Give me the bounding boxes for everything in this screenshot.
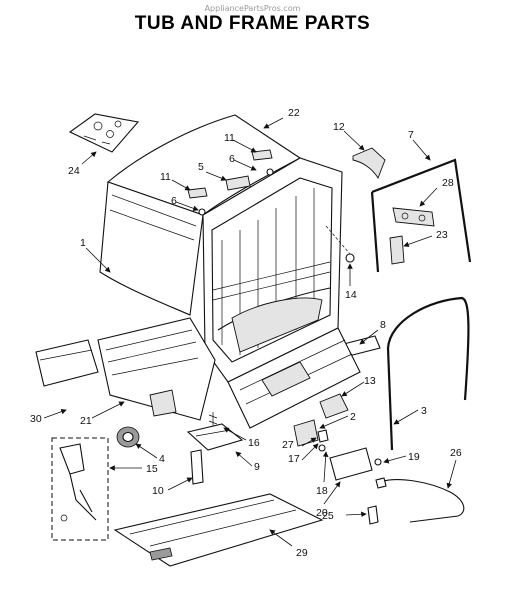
watermark-text: AppliancePartsPros.com	[204, 4, 301, 13]
callout-28: 28	[442, 177, 454, 189]
part-bottom-base	[227, 327, 361, 429]
part-22-tub-insulation	[99, 114, 302, 316]
callout-11a: 11	[224, 132, 235, 144]
callout-10: 10	[152, 485, 164, 497]
part-14-screw	[325, 225, 355, 263]
part-24-label-plate	[68, 113, 140, 153]
part-12-corner-bracket	[352, 147, 386, 180]
diagram-title: TUB AND FRAME PARTS	[134, 13, 371, 34]
part-29-base-plate	[113, 493, 324, 567]
part-7-door-gasket	[370, 158, 472, 273]
callout-23: 23	[436, 229, 448, 241]
part-25-connector	[367, 505, 379, 525]
callout-13: 13	[364, 375, 376, 387]
callout-3: 3	[421, 405, 427, 417]
callout-22: 22	[288, 107, 300, 119]
part-15-assembly-group	[51, 437, 109, 541]
callout-5: 5	[198, 161, 204, 173]
callout-11b: 11	[160, 171, 171, 183]
callout-7: 7	[408, 129, 414, 141]
callout-8: 8	[380, 319, 386, 331]
callout-20: 20	[316, 507, 328, 519]
callout-30: 30	[30, 413, 42, 425]
part-hinge-clips	[187, 149, 274, 216]
callout-16: 16	[248, 437, 260, 449]
callout-12: 12	[333, 121, 345, 133]
callout-26: 26	[450, 447, 462, 459]
callout-2: 2	[350, 411, 356, 423]
callout-labels: 1 2 3 4 5 6 6 7 8 9 10 11 11 12 13 14 15…	[30, 107, 462, 559]
part-27-clip	[317, 429, 329, 443]
callout-4: 4	[159, 453, 165, 465]
part-4-wheel	[116, 426, 140, 448]
part-10-leg-post	[190, 449, 204, 485]
part-28-bracket	[392, 207, 435, 227]
part-9-leg-bracket	[186, 423, 244, 451]
part-16-spring	[208, 412, 218, 436]
callout-1: 1	[80, 237, 86, 249]
part-3-lower-gasket	[386, 296, 470, 451]
part-19-screw	[374, 458, 382, 466]
part-23-clip	[389, 235, 405, 265]
callout-6a: 6	[229, 153, 235, 165]
callout-6b: 6	[171, 195, 177, 207]
part-30-toe-kick	[35, 339, 99, 387]
part-26-wire-harness	[375, 477, 465, 523]
leader-lines	[43, 117, 457, 547]
callout-9: 9	[254, 461, 260, 473]
callout-17: 17	[288, 453, 300, 465]
callout-27: 27	[282, 439, 294, 451]
callout-24: 24	[68, 165, 80, 177]
part-21-base-frame	[97, 317, 216, 421]
callout-21: 21	[80, 415, 92, 427]
part-2-bracket	[293, 419, 319, 447]
part-20-cover	[329, 447, 373, 481]
callout-25: 25	[322, 510, 334, 522]
callout-18: 18	[316, 485, 328, 497]
callout-19: 19	[408, 451, 420, 463]
callout-14: 14	[345, 289, 357, 301]
callout-29: 29	[296, 547, 308, 559]
part-13-bracket	[319, 393, 349, 419]
callout-15: 15	[146, 463, 158, 475]
part-17-screw	[318, 444, 326, 452]
